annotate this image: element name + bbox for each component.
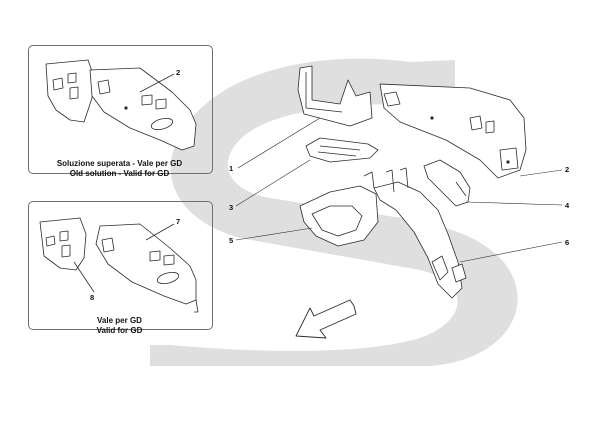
callout-main-6: 6 xyxy=(565,238,570,247)
part-3-cover xyxy=(305,137,379,163)
inset-b-panel-left xyxy=(39,217,87,271)
inset-b-panel-right xyxy=(95,223,199,313)
inset-a-caption: Soluzione superata - Vale per GD Old sol… xyxy=(28,159,211,179)
inset-old-solution-frame xyxy=(28,45,213,174)
inset-b-caption: Vale per GD Valid for GD xyxy=(28,316,211,336)
part-1-bracket xyxy=(297,65,373,127)
callout-main-3: 3 xyxy=(229,203,234,212)
part-2-panel xyxy=(379,83,527,179)
callout-main-5: 5 xyxy=(229,236,234,245)
part-4-bracket xyxy=(423,159,471,207)
inset-a-panel-left xyxy=(45,59,94,123)
callout-main-1: 1 xyxy=(229,164,234,173)
callout-inset-b-8: 8 xyxy=(90,293,95,302)
inset-a-caption-line1: Soluzione superata - Vale per GD xyxy=(56,159,183,168)
callout-inset-b-7: 7 xyxy=(176,217,181,226)
inset-b-leader-7 xyxy=(145,223,175,241)
inset-gd-solution-frame xyxy=(28,201,213,330)
inset-b-caption-line1: Vale per GD xyxy=(97,316,142,325)
inset-a-panel-right xyxy=(89,67,197,151)
part-6-side-trim xyxy=(373,167,467,299)
part-5-wheelarch xyxy=(299,171,379,247)
main-leader-lines xyxy=(235,117,563,263)
direction-arrow xyxy=(295,299,357,339)
inset-b-leader-8 xyxy=(73,261,95,293)
callout-main-2: 2 xyxy=(565,165,570,174)
inset-a-caption-line2: Old solution - Valid for GD xyxy=(69,169,170,178)
inset-b-caption-line2: Valid for GD xyxy=(96,326,143,335)
inset-a-leader-2 xyxy=(139,73,175,93)
callout-main-4: 4 xyxy=(565,201,570,210)
callout-inset-a-2: 2 xyxy=(176,68,181,77)
